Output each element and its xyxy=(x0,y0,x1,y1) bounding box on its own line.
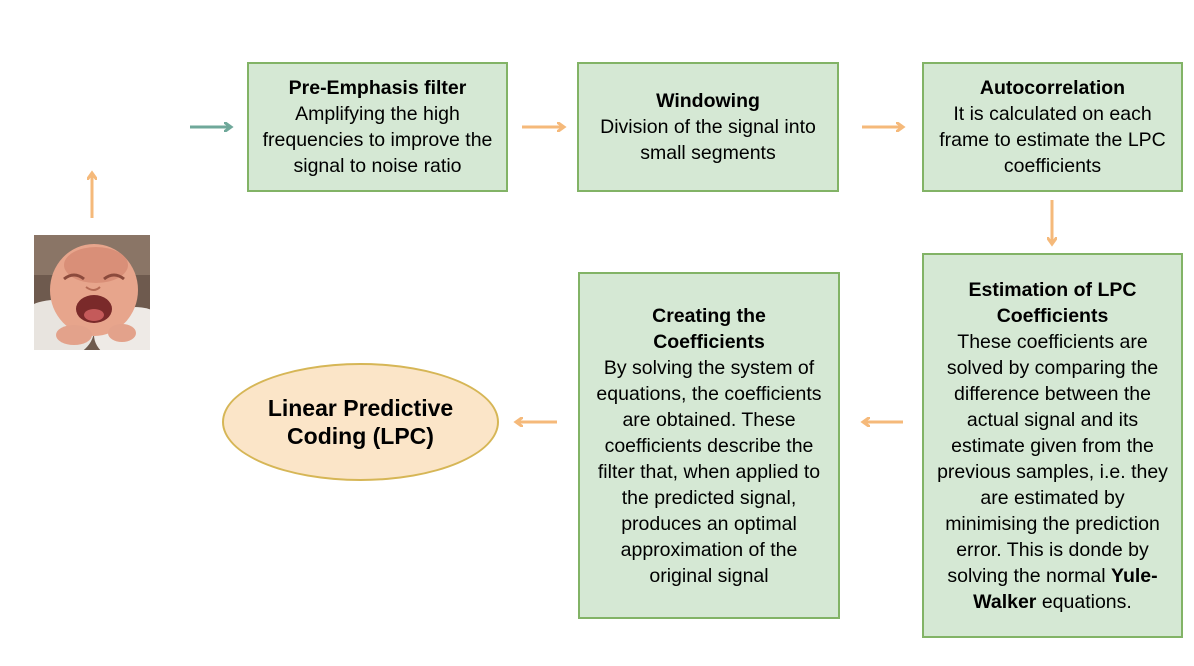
step-windowing-box: Windowing Division of the signal into sm… xyxy=(577,62,839,192)
step-creating-box: Creating the Coefficients By solving the… xyxy=(578,272,840,619)
step-windowing-text: Division of the signal into small segmen… xyxy=(600,116,816,164)
lpc-result-ellipse: Linear Predictive Coding (LPC) xyxy=(222,363,499,481)
step-estimation-title: Estimation of LPC Coefficients xyxy=(968,278,1137,327)
waveform-icon xyxy=(4,89,179,165)
step-estimation-text: These coefficients are solved by compari… xyxy=(934,329,1171,615)
crying-baby-photo xyxy=(34,235,150,350)
step-autocorrelation-title: Autocorrelation xyxy=(979,77,1126,99)
step-preemphasis-box: Pre-Emphasis filter Amplifying the high … xyxy=(247,62,508,192)
step-creating-title: Creating the Coefficients xyxy=(652,304,766,353)
step-creating-text: By solving the system of equations, the … xyxy=(596,356,822,587)
step-autocorrelation-box: Autocorrelation It is calculated on each… xyxy=(922,62,1183,192)
step-preemphasis-text: Amplifying the high frequencies to impro… xyxy=(262,103,493,177)
step-estimation-text-end: equations. xyxy=(1036,590,1132,613)
lpc-result-label: Linear Predictive Coding (LPC) xyxy=(267,395,454,449)
step-autocorrelation-text: It is calculated on each frame to estima… xyxy=(939,103,1166,177)
step-windowing-title: Windowing xyxy=(656,90,760,112)
step-estimation-text-main: These coefficients are solved by compari… xyxy=(937,330,1168,587)
step-estimation-box: Estimation of LPC Coefficients These coe… xyxy=(922,253,1183,638)
step-estimation-text-bold: Yule-Walker xyxy=(973,564,1158,613)
step-preemphasis-title: Pre-Emphasis filter xyxy=(288,77,467,99)
